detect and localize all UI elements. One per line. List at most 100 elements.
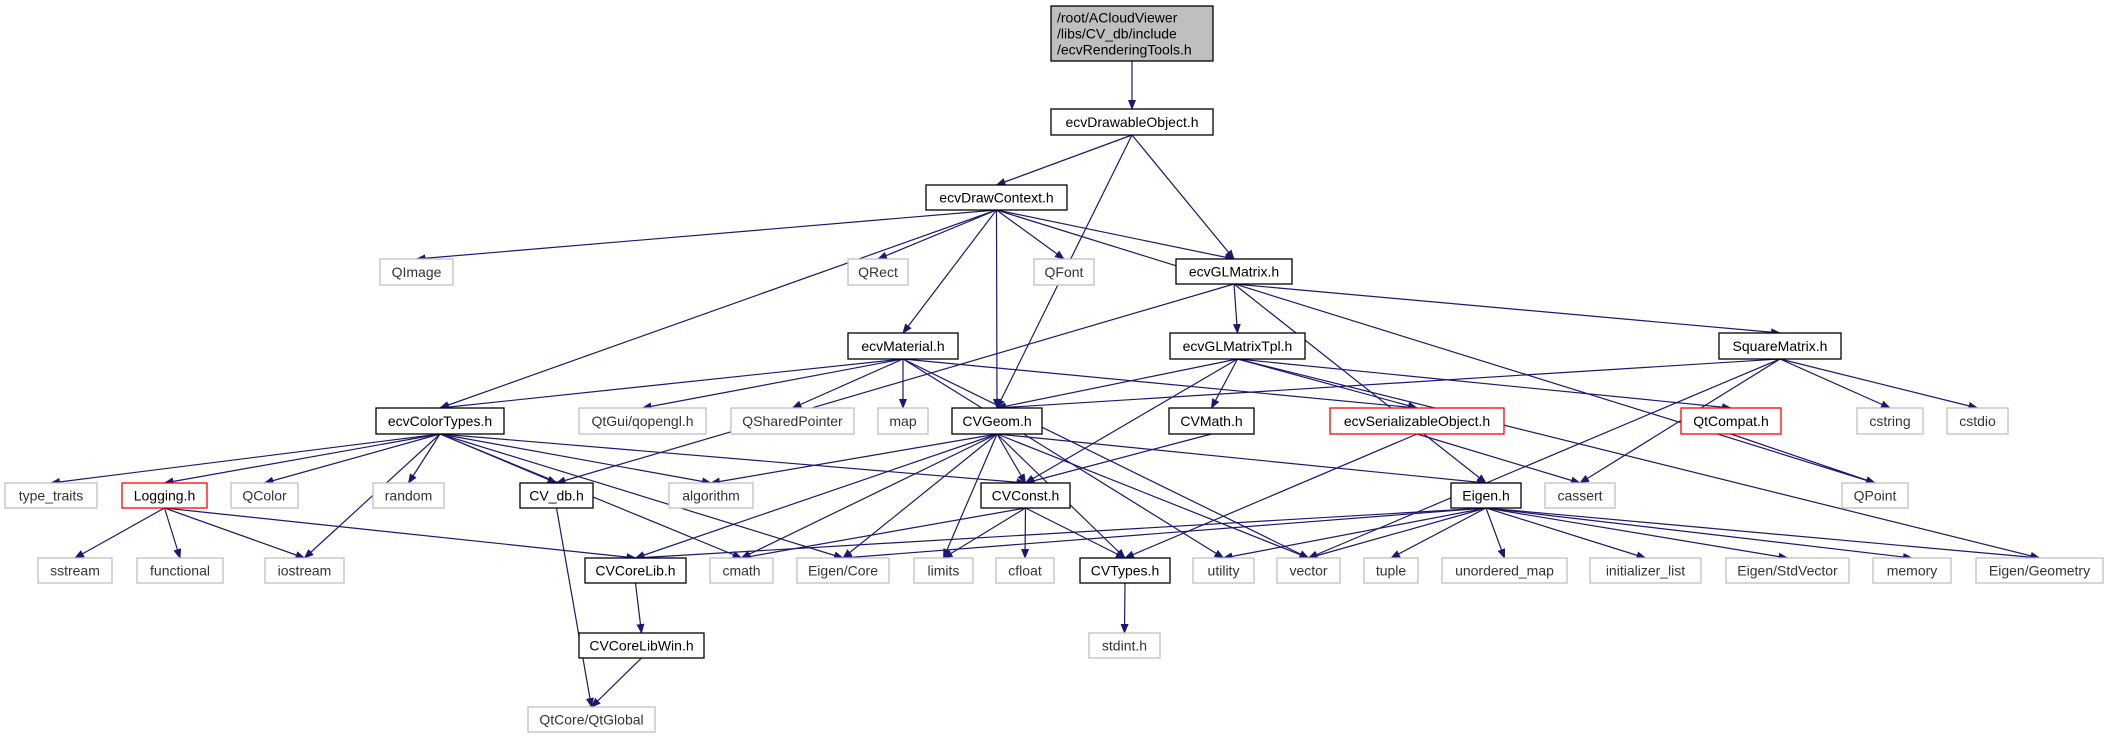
node-logging[interactable]: Logging.h [121,482,208,509]
node-cvcorelib[interactable]: CVCoreLib.h [584,557,687,584]
node-label: QImage [392,264,442,280]
node-unordered-map: unordered_map [1441,557,1568,584]
node-cv-db[interactable]: CV_db.h [519,482,594,509]
node-box [796,557,890,584]
node-ecvserializableobject[interactable]: ecvSerializableObject.h [1329,407,1505,435]
node-box [1725,557,1850,584]
edge-cvgeom-to-vector [996,433,1310,559]
node-squarematrix[interactable]: SquareMatrix.h [1718,332,1842,360]
node-box [519,482,594,509]
node-label: QtGui/qopengl.h [592,413,694,429]
edge-logging-to-cvcorelib [164,507,637,562]
node-cvcorelibwin[interactable]: CVCoreLibWin.h [578,632,705,659]
edge-eigen-to-eigenstdvector [1485,507,1789,561]
node-label: QPoint [1854,488,1897,504]
node-type-traits: type_traits [4,482,98,509]
node-sstream: sstream [37,557,113,584]
node-cvtypes[interactable]: CVTypes.h [1079,557,1171,584]
node-box [1946,407,2009,435]
node-box [578,632,705,659]
edge-eigen-to-cvcorelib [634,507,1487,562]
node-label: algorithm [682,488,740,504]
node-cvmath[interactable]: CVMath.h [1168,407,1255,435]
edge-cvcorelibwin-to-qtglobal [590,657,642,708]
node-qtcompat[interactable]: QtCompat.h [1680,407,1782,435]
edge-ecvcolortypes-to-qcolor [263,433,441,485]
node-label: initializer_list [1606,563,1685,579]
edge-ecvglmatrixtpl-to-qtcompat [1237,358,1732,412]
node-box [1169,332,1306,360]
node-ecvmaterial[interactable]: ecvMaterial.h [847,332,959,360]
node-box [527,706,656,733]
edge-cvmath-to-cvconst [1024,433,1212,485]
node-ecvdrawcontext[interactable]: ecvDrawContext.h [925,184,1068,211]
edge-ecvglmatrix-to-cv-db [555,283,1235,485]
node-label: stdint.h [1102,638,1147,654]
node-box [136,557,224,584]
edge-squarematrix-to-cvgeom [996,358,1781,412]
node-box [925,184,1068,211]
node-memory: memory [1872,557,1952,584]
node-label: CVCoreLibWin.h [589,638,693,654]
node-algorithm: algorithm [668,482,754,509]
edge-ecvdrawcontext-to-qrect [877,209,997,260]
node-box [847,258,909,286]
edge-squarematrix-to-cstdio [1779,358,1979,410]
edge-ecvmaterial-to-ecvcolortypes [439,358,904,412]
node-label: cstdio [1959,413,1996,429]
node-label: /root/ACloudViewer [1057,10,1178,26]
node-label: type_traits [19,488,84,504]
node-label: unordered_map [1455,563,1554,579]
node-box [121,482,208,509]
node-box [1276,557,1341,584]
node-label: ecvMaterial.h [861,338,944,354]
node-cvgeom[interactable]: CVGeom.h [951,407,1043,435]
node-label: CVMath.h [1180,413,1242,429]
node-box [1841,482,1909,509]
node-box [375,407,505,435]
node-box [1450,482,1522,509]
edge-ecvdrawableobject-to-ecvglmatrix [1131,134,1235,260]
node-eigen[interactable]: Eigen.h [1450,482,1522,509]
node-box [37,557,113,584]
node-utility: utility [1192,557,1255,584]
edge-ecvglmatrixtpl-to-ecvserializableobject [1237,358,1418,410]
node-box [730,407,855,435]
edge-cvgeom-to-cvconst [996,433,1027,484]
node-box [1975,557,2104,584]
node-box [847,332,959,360]
node-box [372,482,445,509]
node-random: random [372,482,445,509]
node-label: ecvDrawableObject.h [1065,114,1198,130]
node-ecvcolortypes[interactable]: ecvColorTypes.h [375,407,505,435]
node-label: cassert [1557,488,1602,504]
node-label: ecvGLMatrixTpl.h [1183,338,1293,354]
node-box [1079,557,1171,584]
node-label: ecvSerializableObject.h [1344,413,1490,429]
node-label: /ecvRenderingTools.h [1057,42,1192,58]
node-box [584,557,687,584]
node-ecvglmatrixtpl[interactable]: ecvGLMatrixTpl.h [1169,332,1306,360]
node-cvconst[interactable]: CVConst.h [980,482,1071,509]
node-box [951,407,1043,435]
node-cassert: cassert [1544,482,1616,509]
node-ecvdrawableobject[interactable]: ecvDrawableObject.h [1050,108,1214,136]
node-label: SquareMatrix.h [1733,338,1828,354]
edge-logging-to-iostream [164,507,306,559]
node-box [230,482,299,509]
nodes-layer: /root/ACloudViewer/libs/CV_db/include/ec… [4,5,2104,733]
node-label: map [889,413,916,429]
node-initializer-list: initializer_list [1589,557,1702,584]
node-box [1329,407,1505,435]
node-label: Eigen/Geometry [1989,563,2090,579]
node-qrect: QRect [847,258,909,286]
node-functional: functional [136,557,224,584]
node-box [1088,632,1161,659]
node-eigenstdvector: Eigen/StdVector [1725,557,1850,584]
node-ecvglmatrix[interactable]: ecvGLMatrix.h [1175,258,1293,285]
edge-ecvdrawcontext-to-ecvmaterial [902,209,997,334]
node-label: cstring [1869,413,1910,429]
edge-ecvserializableobject-to-cvtypes [1124,433,1418,559]
edge-ecvglmatrix-to-ecvglmatrixtpl [1232,283,1241,334]
node-label: functional [150,563,210,579]
